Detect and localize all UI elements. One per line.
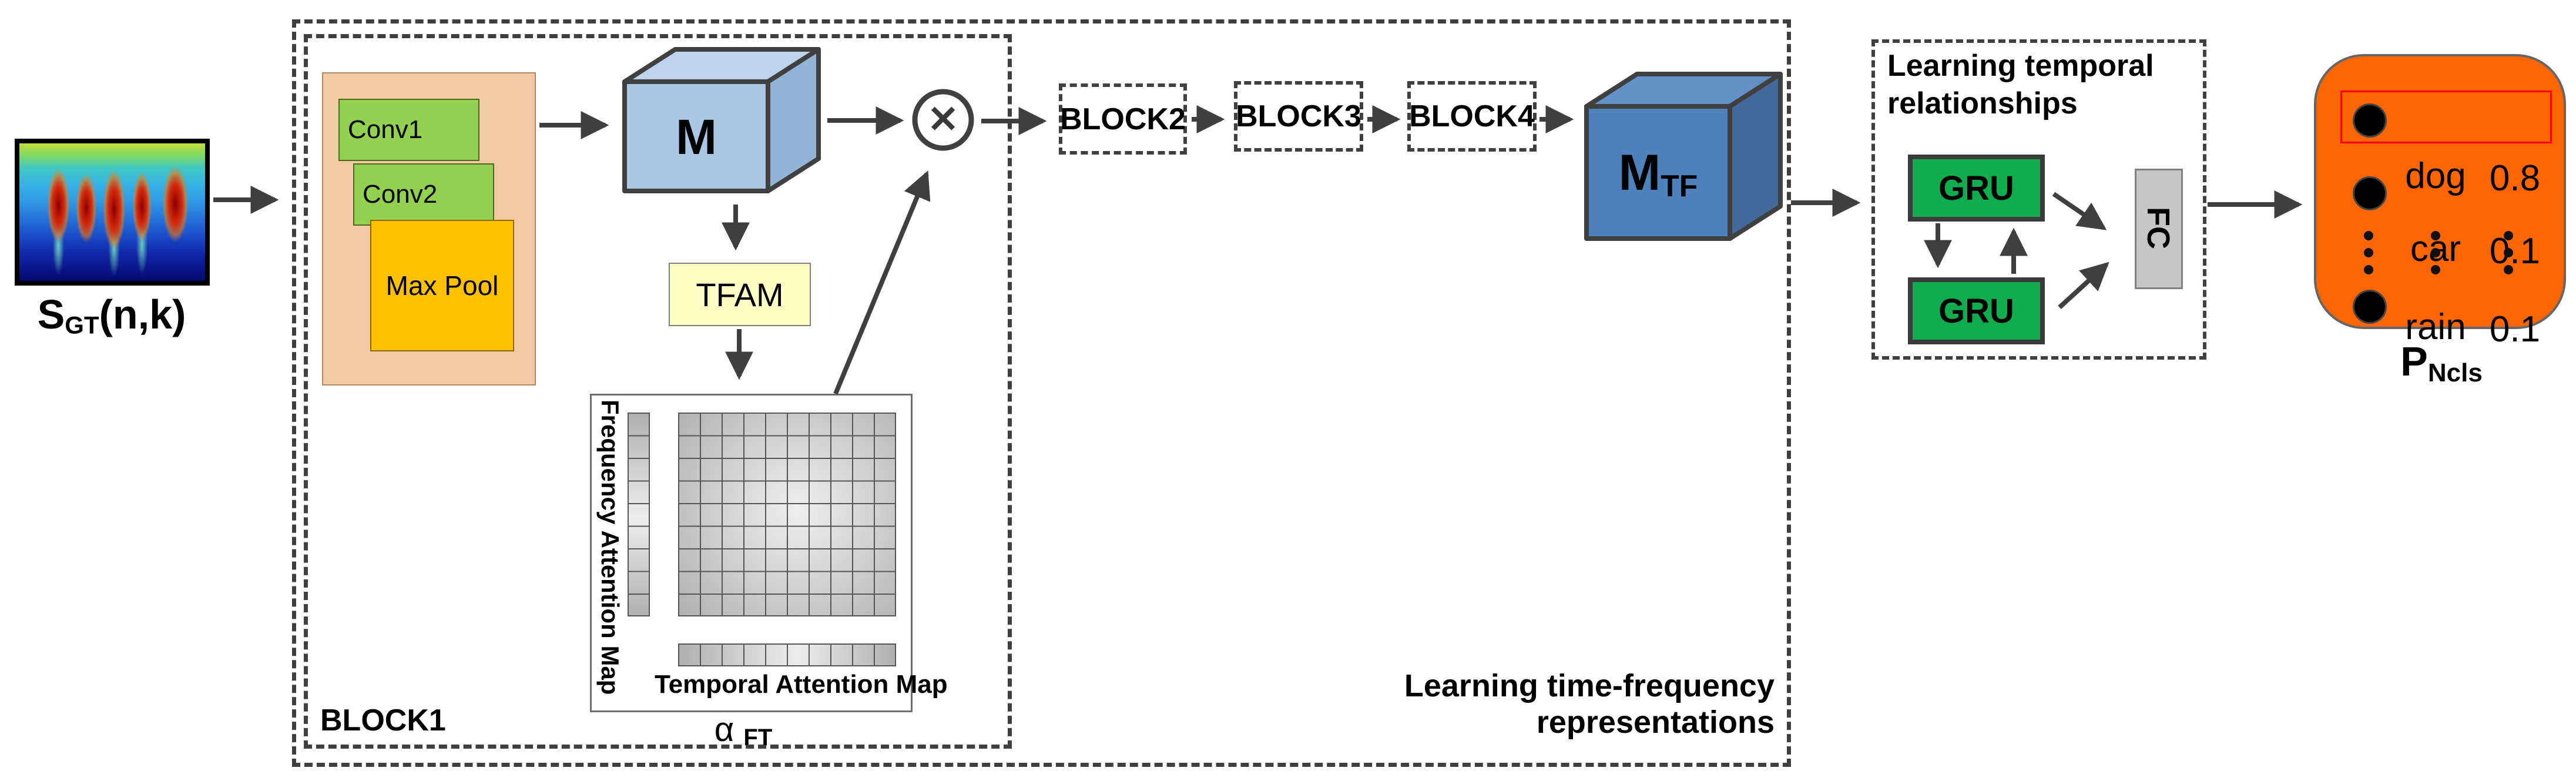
input-symbol-sub: GT — [65, 311, 99, 339]
fc-box — [2135, 169, 2183, 289]
maxpool-label: Max Pool — [385, 270, 499, 301]
input-symbol: S — [37, 291, 65, 337]
temporal-attention-strip — [678, 643, 896, 666]
block1-label: BLOCK1 — [320, 703, 446, 738]
gru-bottom-box: GRU — [1908, 277, 2045, 344]
prob-subscript: Ncls — [2427, 358, 2483, 387]
gru-top-box: GRU — [1908, 155, 2045, 222]
mtf-subscript: TF — [1661, 168, 1698, 203]
tf-region-dashed-box — [292, 19, 1791, 767]
gru-top-label: GRU — [1938, 169, 2014, 207]
alpha-symbol: α — [714, 710, 734, 749]
temporal-region-title-line2: relationships — [1887, 86, 2078, 120]
tf-region-title-line1: Learning time-frequency — [1404, 668, 1775, 703]
frequency-attention-map-label: Frequency Attention Map — [596, 400, 624, 695]
block4-label: BLOCK4 — [1409, 99, 1535, 133]
top-class-highlight-rect — [2340, 90, 2552, 143]
temporal-region-dashed-box — [1871, 39, 2206, 360]
output-probability-box: dog 0.8 car 0.1 rain 0.1 — [2314, 54, 2566, 350]
input-spectrogram-image — [15, 139, 210, 286]
block3-label: BLOCK3 — [1236, 99, 1361, 133]
class-label-dog: dog — [2405, 156, 2466, 196]
tf-region-title: Learning time-frequency representations — [1340, 668, 1775, 740]
class-value-car: 0.1 — [2489, 231, 2541, 271]
class-dot — [2353, 290, 2387, 324]
mtf-symbol: M — [1618, 145, 1661, 201]
conv1-box: Conv1 — [338, 99, 479, 161]
multiply-icon: ✕ — [927, 98, 959, 140]
vertical-ellipsis — [2430, 223, 2441, 282]
class-dot — [2353, 103, 2387, 138]
class-dot — [2353, 176, 2387, 210]
tfam-label: TFAM — [696, 276, 784, 313]
input-label: SGT(n,k) — [6, 291, 217, 340]
temporal-attention-map-label: Temporal Attention Map — [655, 670, 948, 699]
m-cube-label: M — [676, 109, 717, 165]
input-symbol-args: (n,k) — [99, 291, 186, 337]
class-label-rain: rain — [2405, 307, 2466, 347]
block3-box: BLOCK3 — [1234, 81, 1363, 152]
temporal-region-title-line1: Learning temporal — [1887, 49, 2154, 83]
class-value-rain: 0.1 — [2489, 309, 2541, 350]
tf-region-title-line2: representations — [1536, 705, 1775, 740]
block2-box: BLOCK2 — [1059, 83, 1187, 155]
vertical-ellipsis — [2503, 223, 2514, 282]
mtf-cube-label: MTF — [1594, 144, 1723, 203]
alpha-subscript: FT — [743, 725, 773, 751]
temporal-region-title: Learning temporal relationships — [1887, 47, 2154, 122]
gru-bottom-label: GRU — [1938, 291, 2014, 330]
block1-dashed-box — [304, 34, 1012, 749]
maxpool-box: Max Pool — [370, 220, 514, 351]
prob-symbol: P — [2400, 338, 2428, 384]
fc-label: FC — [2141, 207, 2176, 249]
tf-attention-grid — [678, 413, 896, 616]
block2-label: BLOCK2 — [1060, 102, 1186, 136]
conv2-box: Conv2 — [353, 163, 494, 226]
alpha-ft-label: α FT — [676, 710, 811, 751]
class-value-dog: 0.8 — [2489, 158, 2541, 199]
frequency-attention-strip — [628, 413, 650, 616]
conv2-label: Conv2 — [363, 180, 438, 209]
conv1-label: Conv1 — [348, 115, 423, 144]
output-prob-label: PNcls — [2365, 338, 2518, 388]
block4-box: BLOCK4 — [1407, 81, 1537, 152]
vertical-ellipsis — [2363, 223, 2374, 282]
tfam-box: TFAM — [669, 263, 811, 326]
